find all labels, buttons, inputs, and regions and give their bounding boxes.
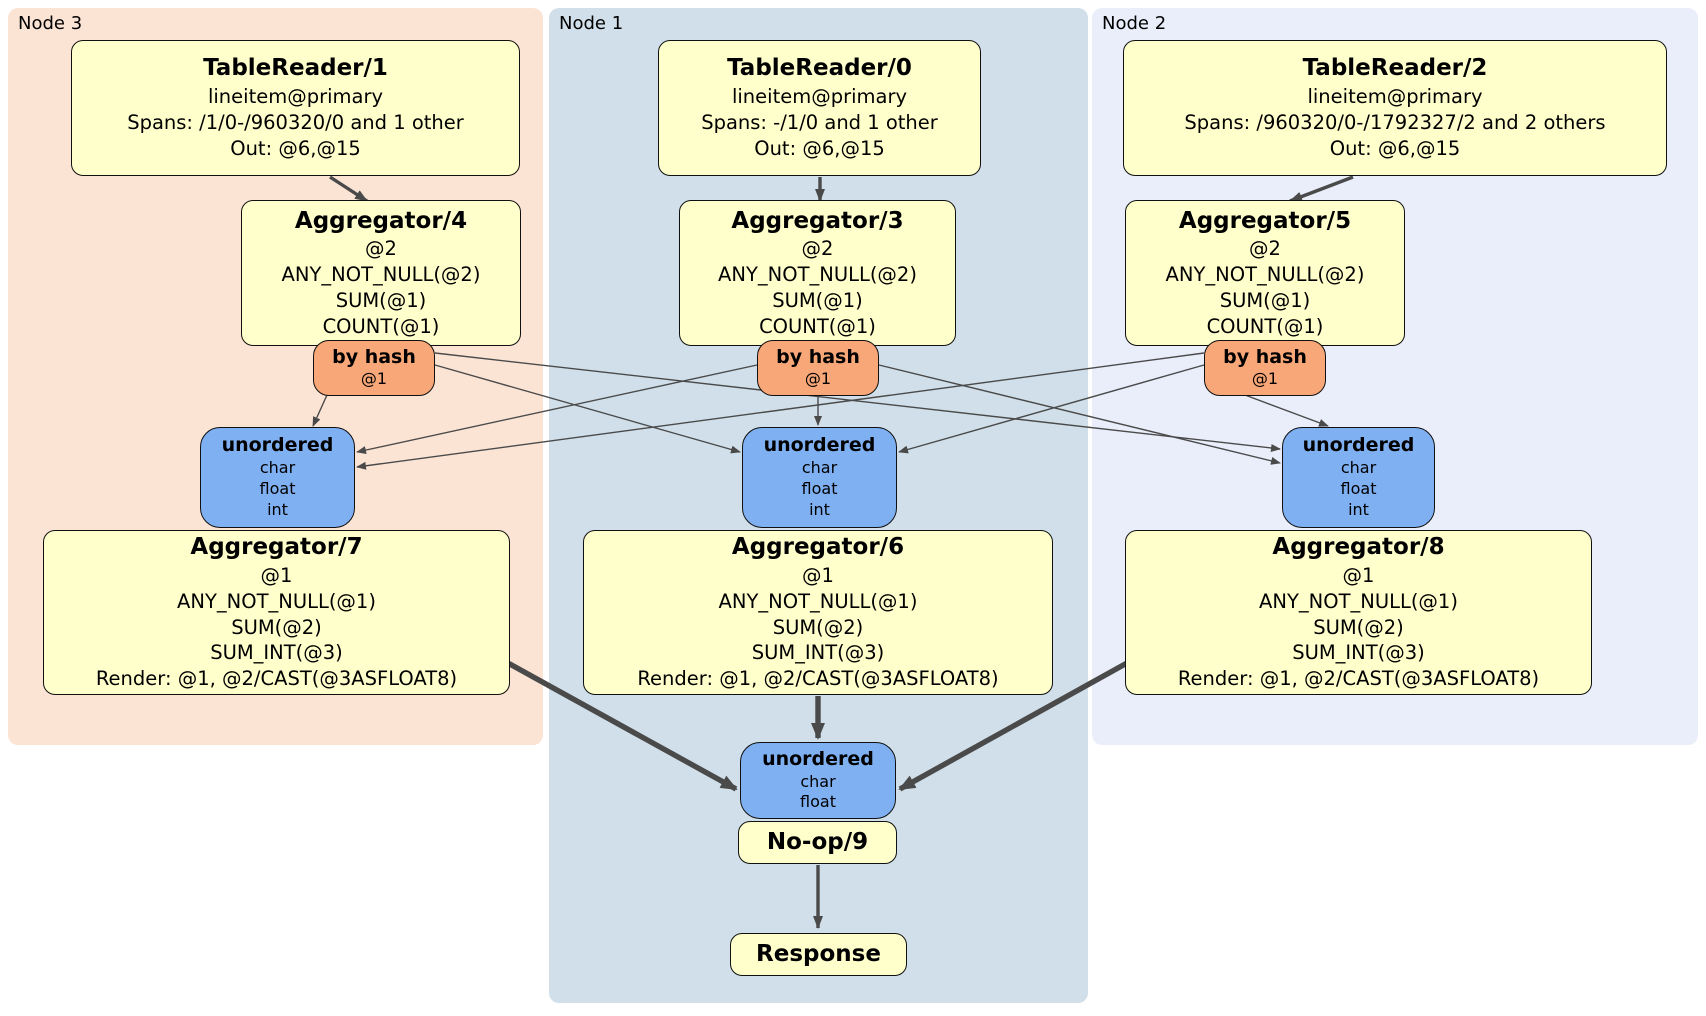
aggregator-7-box-line: SUM(@2): [231, 615, 322, 639]
aggregator-8-box-line: @1: [1342, 564, 1375, 588]
unordered-sync-node3-line: char: [259, 458, 296, 478]
hash-router-node3-line: @1: [360, 369, 388, 389]
aggregator-6-box-line: ANY_NOT_NULL(@1): [718, 589, 918, 613]
aggregator-7-box-line: ANY_NOT_NULL(@1): [177, 589, 376, 613]
unordered-sync-node3-title: unordered: [221, 434, 334, 457]
tablereader-2-box-line: Spans: /960320/0-/1792327/2 and 2 others: [1184, 111, 1606, 135]
aggregator-3-box-line: SUM(@1): [772, 288, 863, 312]
aggregator-6-box-line: SUM_INT(@3): [751, 641, 885, 665]
hash-router-node1-line: @1: [804, 369, 832, 389]
response-box: Response: [730, 933, 907, 976]
aggregator-7-box-line: SUM_INT(@3): [210, 641, 343, 665]
tablereader-2-box-line: lineitem@primary: [1307, 85, 1483, 109]
aggregator-5-box-line: ANY_NOT_NULL(@2): [1165, 263, 1365, 287]
aggregator-8-box-title: Aggregator/8: [1272, 534, 1445, 561]
tablereader-0-box-line: Out: @6,@15: [754, 136, 885, 160]
tablereader-2-box-title: TableReader/2: [1302, 55, 1488, 82]
unordered-sync-node3-line: float: [259, 478, 296, 498]
unordered-sync-node3-line: int: [267, 499, 288, 519]
aggregator-8-box-line: SUM(@2): [1313, 615, 1404, 639]
unordered-sync-node2-line: char: [1340, 458, 1377, 478]
noop-9-box: No-op/9: [738, 821, 897, 864]
noop-9-box-title: No-op/9: [766, 828, 869, 855]
unordered-sync-node2-title: unordered: [1302, 434, 1415, 457]
aggregator-4-box-line: COUNT(@1): [322, 314, 440, 338]
aggregator-3-box-line: @2: [801, 237, 834, 261]
hash-router-node2-title: by hash: [1223, 345, 1307, 368]
aggregator-6-box-line: Render: @1, @2/CAST(@3ASFLOAT8): [637, 667, 999, 691]
aggregator-3-box-title: Aggregator/3: [731, 207, 904, 234]
unordered-sync-node2-line: float: [1340, 478, 1377, 498]
node2-panel-label: Node 2: [1102, 13, 1167, 34]
node3-panel-label: Node 3: [18, 13, 83, 34]
aggregator-6-box-title: Aggregator/6: [731, 534, 905, 561]
hash-router-node1: by hash@1: [757, 340, 879, 396]
tablereader-0-box-line: Spans: -/1/0 and 1 other: [701, 111, 938, 135]
unordered-sync-final-title: unordered: [762, 747, 874, 770]
unordered-sync-node1-line: float: [801, 478, 838, 498]
tablereader-2-box-line: Out: @6,@15: [1329, 136, 1461, 160]
aggregator-5-box-line: SUM(@1): [1219, 288, 1311, 312]
hash-router-node3: by hash@1: [313, 340, 435, 396]
hash-router-node1-title: by hash: [776, 345, 860, 368]
aggregator-3-box-line: ANY_NOT_NULL(@2): [718, 263, 917, 287]
aggregator-5-box-line: COUNT(@1): [1206, 314, 1324, 338]
node1-panel-label: Node 1: [559, 13, 624, 34]
aggregator-8-box-line: Render: @1, @2/CAST(@3ASFLOAT8): [1177, 667, 1540, 691]
response-box-title: Response: [756, 940, 881, 967]
aggregator-7-box-line: @1: [260, 564, 293, 588]
tablereader-1-box-line: lineitem@primary: [207, 85, 384, 109]
aggregator-5-box-line: @2: [1249, 237, 1281, 261]
unordered-sync-node2-line: int: [1348, 499, 1369, 519]
hash-router-node3-title: by hash: [332, 345, 416, 368]
unordered-sync-final-line: char: [800, 771, 836, 791]
aggregator-4-box-line: ANY_NOT_NULL(@2): [281, 263, 481, 287]
tablereader-1-box-title: TableReader/1: [203, 55, 388, 82]
aggregator-8-box-line: ANY_NOT_NULL(@1): [1259, 589, 1458, 613]
aggregator-8-box-line: SUM_INT(@3): [1292, 641, 1425, 665]
aggregator-4-box-line: @2: [365, 237, 397, 261]
aggregator-7-box-line: Render: @1, @2/CAST(@3ASFLOAT8): [95, 667, 458, 691]
tablereader-1-box-line: Spans: /1/0-/960320/0 and 1 other: [127, 111, 464, 135]
aggregator-4-box-title: Aggregator/4: [294, 207, 468, 234]
aggregator-4-box-line: SUM(@1): [335, 288, 427, 312]
aggregator-3-box-line: COUNT(@1): [759, 314, 876, 338]
tablereader-0-box-title: TableReader/0: [727, 55, 912, 82]
unordered-sync-node1-line: int: [809, 499, 830, 519]
unordered-sync-node1-line: char: [801, 458, 838, 478]
aggregator-6-box-line: SUM(@2): [772, 615, 864, 639]
hash-router-node2-line: @1: [1251, 369, 1279, 389]
aggregator-5-box-title: Aggregator/5: [1178, 207, 1352, 234]
aggregator-7-box-title: Aggregator/7: [190, 534, 363, 561]
unordered-sync-node1-title: unordered: [763, 434, 876, 457]
unordered-sync-final-line: float: [800, 792, 836, 812]
hash-router-node2: by hash@1: [1204, 340, 1326, 396]
tablereader-0-box-line: lineitem@primary: [731, 85, 908, 109]
tablereader-1-box-line: Out: @6,@15: [230, 136, 361, 160]
aggregator-6-box-line: @1: [802, 564, 834, 588]
